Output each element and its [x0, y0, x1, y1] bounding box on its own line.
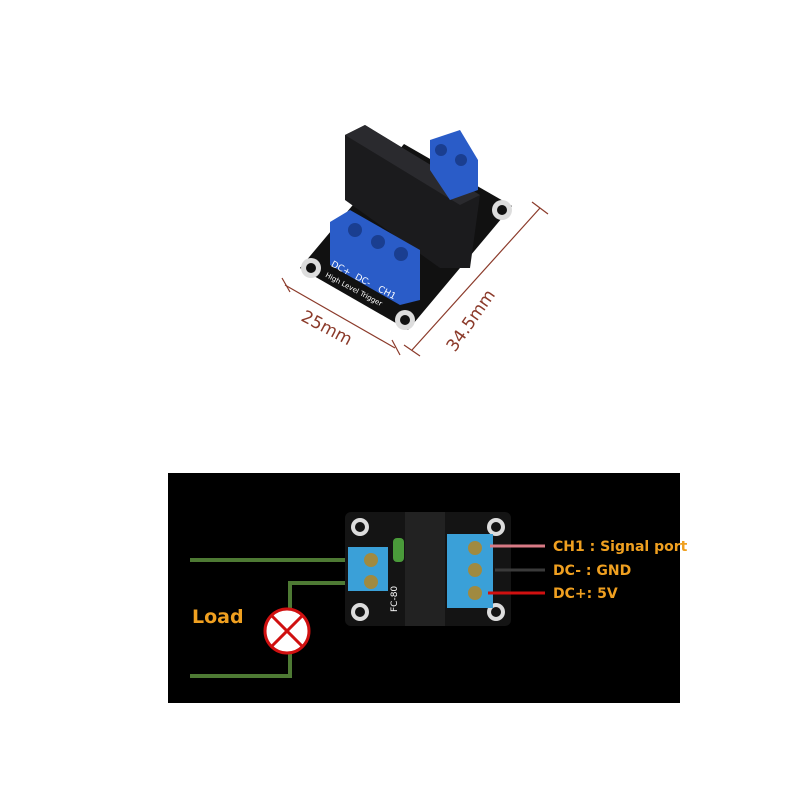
load-wires [190, 558, 358, 678]
lamp-load-icon [263, 607, 311, 655]
signal-wires [488, 544, 545, 595]
relay-module-photo: DC+ DC- CH1 High Level Trigger [300, 125, 512, 330]
length-label: 34.5mm [443, 286, 500, 356]
pin-label-ch1: CH1 : Signal port [553, 539, 688, 555]
pin-label-dc-plus: DC+: 5V [553, 586, 618, 602]
dimension-length [403, 201, 549, 357]
ssr-relay-block [345, 125, 480, 268]
dimension-width [281, 277, 401, 356]
load-label: Load [192, 606, 244, 628]
relay-board-top-view: FC-80 [345, 512, 511, 626]
board-marking: FC-80 [390, 586, 400, 612]
pin-label-dc-minus: DC- : GND [553, 563, 631, 579]
width-label: 25mm [298, 307, 356, 350]
mounting-holes [301, 200, 512, 330]
